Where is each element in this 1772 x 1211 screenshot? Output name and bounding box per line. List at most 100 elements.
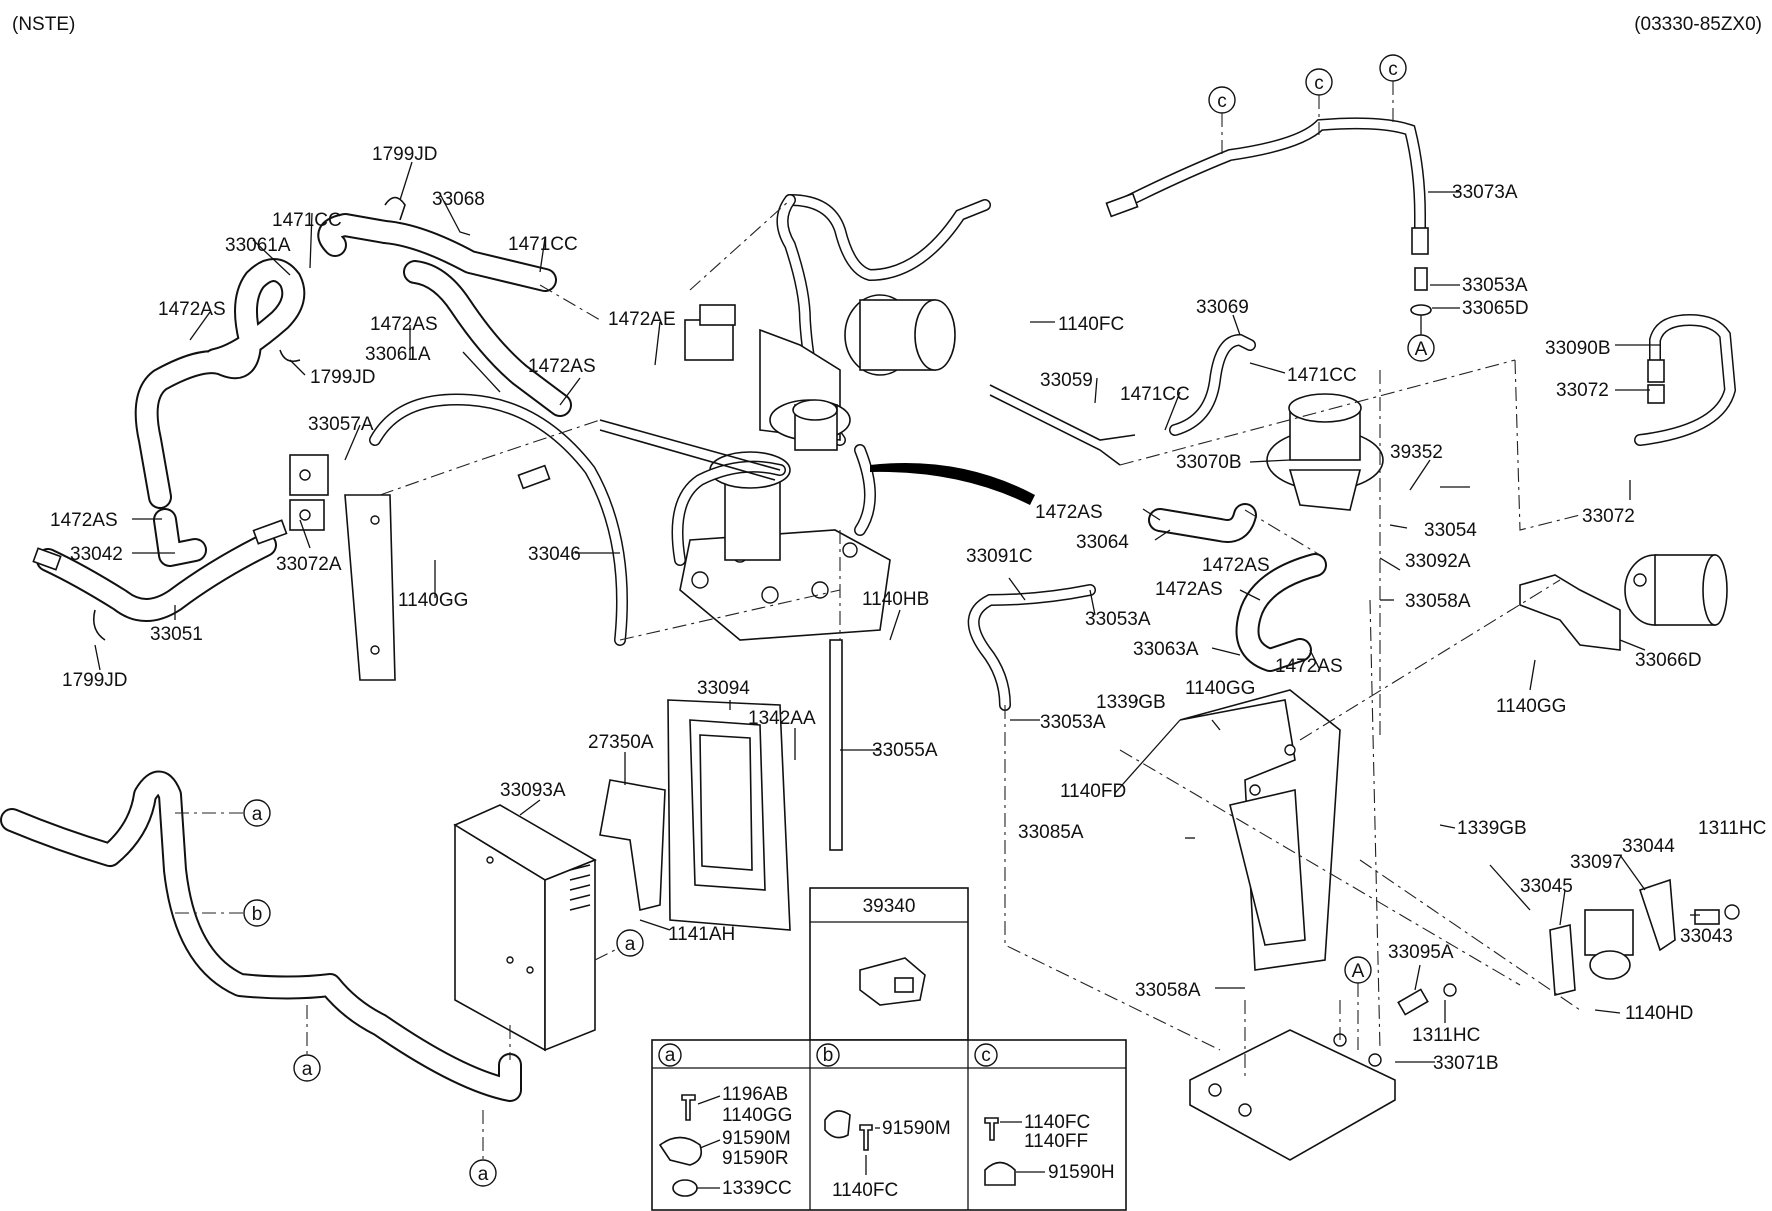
callout-a-2-label: a [302,1059,313,1080]
part-label: 33092A [1405,551,1471,572]
part-label: 33072A [276,554,342,575]
legend-a-key: a [665,1045,676,1066]
part-label: 1339GB [1096,692,1166,713]
callout-A-2-label: A [1352,961,1365,982]
part-label: 33073A [1452,182,1518,203]
part-label: 33072 [1582,506,1635,527]
central-regulator-assembly [599,194,991,641]
legend-b-item: 1140FC [832,1180,898,1201]
part-label: 33097 [1570,852,1623,873]
part-label: 33063A [1133,639,1199,660]
callout-a-4 [616,929,644,957]
header-left-code: (NSTE) [12,14,75,35]
part-label: 1472AS [1155,579,1223,600]
legend-table: a 1196AB 1140GG 91590M 91590R 1339CC b 9… [651,1039,1127,1211]
callout-b-1 [243,899,271,927]
part-label: 33057A [308,414,374,435]
part-label: 1471CC [1287,365,1357,386]
part-label: 33058A [1135,980,1201,1001]
bottom-left-hose [0,770,522,1102]
part-label: 1339GB [1457,818,1527,839]
part-label: 33045 [1520,876,1573,897]
part-label: 33046 [528,544,581,565]
part-label: 33071B [1433,1053,1499,1074]
inset-39340: 39340 [809,887,969,1041]
part-label: 33069 [1196,297,1249,318]
part-label: 33059 [1040,370,1093,391]
legend-a-item: 91590R [722,1148,789,1169]
upper-left-hoses [32,196,628,681]
rod-33055A [829,639,843,851]
legend-a-marker [658,1043,682,1067]
part-label: 33058A [1405,591,1471,612]
header-right-code: (03330-85ZX0) [1634,14,1762,35]
callout-a-3-label: a [478,1164,489,1185]
part-label: 1141AH [668,924,735,945]
alignment-lines [379,199,1581,1080]
part-label: 33054 [1424,520,1477,541]
part-label: 1472AS [528,356,596,377]
part-label: 1140FC [1058,314,1124,335]
part-label: 1799JD [372,144,438,165]
part-label: 33091C [966,546,1033,567]
part-label: 1471CC [272,210,342,231]
part-label: 33093A [500,780,566,801]
part-label: 33053A [1462,275,1528,296]
callout-A-1-label: A [1415,339,1428,360]
part-label: 1472AE [608,309,676,330]
part-label: 33094 [697,678,750,699]
part-label: 33053A [1040,712,1106,733]
legend-a-item: 1339CC [722,1178,792,1199]
right-assembly [967,117,1740,1161]
part-label: 33065D [1462,298,1529,319]
inset-39340-label: 39340 [863,896,916,917]
ecu-box-33093A [453,804,597,1052]
part-label: 1140GG [1496,696,1566,717]
part-label: 1471CC [508,234,578,255]
part-label: 33095A [1388,942,1454,963]
part-label: 1472AS [370,314,438,335]
part-label: 1140GG [398,590,468,611]
part-label: 33044 [1622,836,1675,857]
part-label: 39352 [1390,442,1443,463]
legend-c-item: 1140FC [1024,1112,1090,1133]
callout-b-1-label: b [252,904,263,925]
callout-bubbles: a b a a a c c c A A [175,54,1435,1187]
part-labels: 1799JD 33068 1471CC 33061A 1471CC 1472AS… [50,144,1766,1074]
part-label: 1472AS [1202,555,1270,576]
legend-c-item: 1140FF [1024,1131,1088,1152]
legend-c-marker [974,1043,998,1067]
part-label: 1342AA [748,708,816,729]
gasket-plate-33094 [667,699,791,931]
callout-a-1-label: a [252,804,263,825]
part-label: 33068 [432,189,485,210]
part-label: 33055A [872,740,938,761]
bracket-27350A [599,779,666,911]
legend-a-item: 1196AB [722,1084,788,1105]
legend-b-key: b [823,1045,834,1066]
part-label: 1472AS [1275,656,1343,677]
leader-lines [94,161,1700,1063]
callout-a-1 [243,799,271,827]
part-label: 33066D [1635,650,1702,671]
part-label: 1799JD [310,367,376,388]
callout-c-3-label: c [1388,59,1398,80]
callout-a-3 [469,1159,497,1187]
legend-a-item: 1140GG [722,1105,792,1126]
part-label: 27350A [588,732,654,753]
callout-c-1-label: c [1217,91,1227,112]
part-label: 1472AS [158,299,226,320]
part-label: 1311HC [1412,1025,1480,1046]
part-label: 33070B [1176,452,1242,473]
part-label: 1311HC [1698,818,1766,839]
part-label: 33090B [1545,338,1611,359]
callout-c-2-label: c [1314,73,1324,94]
part-label: 1472AS [1035,502,1103,523]
part-label: 33061A [365,344,431,365]
part-label: 33072 [1556,380,1609,401]
part-label: 33042 [70,544,123,565]
part-label: 1140HB [862,589,929,610]
part-label: 33043 [1680,926,1733,947]
part-label: 33085A [1018,822,1084,843]
